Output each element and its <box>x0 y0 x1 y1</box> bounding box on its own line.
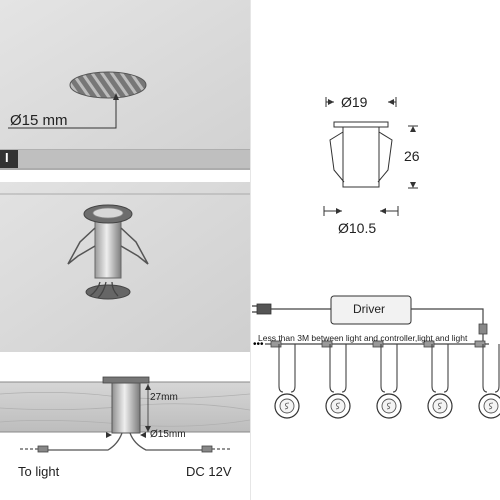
light-4 <box>423 340 453 419</box>
bus-connector <box>474 340 486 348</box>
height-label: 26 <box>404 148 420 164</box>
connector-to-light <box>37 445 49 453</box>
panel-section-view: 27mm Ø15mm To light DC 12V <box>0 360 250 500</box>
drop-wire <box>494 344 500 393</box>
light-glyph <box>437 402 443 410</box>
drop-wire <box>329 344 335 393</box>
connector-dc <box>201 445 213 453</box>
step-marker-box <box>0 150 18 168</box>
light-glyph <box>386 402 392 410</box>
light-3 <box>372 340 402 419</box>
light-glyph <box>488 402 494 410</box>
light-lens <box>279 398 295 414</box>
top-diameter-label: Ø19 <box>341 94 368 110</box>
panel-light-insert <box>0 182 250 352</box>
step-marker-label: I <box>5 150 9 165</box>
column-divider <box>250 0 251 500</box>
hole-diameter-label: Ø15 mm <box>10 112 68 129</box>
dc-caption: DC 12V <box>186 464 232 479</box>
drop-wire <box>443 344 449 393</box>
wiring-diagram: ••• <box>252 295 500 419</box>
bus-connector <box>321 340 333 348</box>
driver-output-connector <box>478 323 488 335</box>
dim-body <box>342 126 380 188</box>
dim-flange <box>333 121 389 128</box>
install-hole-illustration <box>0 0 250 170</box>
light-lens <box>432 398 448 414</box>
section-hole-label: Ø15mm <box>150 429 186 440</box>
light-2 <box>321 340 351 419</box>
panel-wiring: ••• Driver Less than 3M between light an… <box>251 280 500 440</box>
driver-label-display: Driver <box>353 302 385 316</box>
to-light-caption: To light <box>18 464 60 479</box>
drop-wire <box>278 344 284 393</box>
light-insert-illustration <box>0 182 250 352</box>
section-illustration <box>0 376 250 453</box>
light-lens <box>330 398 346 414</box>
light-lens <box>381 398 397 414</box>
light-lens <box>483 398 499 414</box>
spring-clip-right <box>120 227 149 265</box>
hole-leader-line <box>8 96 117 129</box>
bus-connector <box>423 340 435 348</box>
section-light-body <box>111 382 141 434</box>
drop-wire <box>341 344 347 393</box>
depth-label: 27mm <box>150 392 178 403</box>
drilled-hole <box>69 71 147 99</box>
bus-connector <box>270 340 282 348</box>
bottom-diameter-label: Ø10.5 <box>338 220 377 236</box>
light-glyph <box>284 402 290 410</box>
continuation-dots: ••• <box>253 339 264 350</box>
light-1 <box>270 340 300 419</box>
drop-wire <box>392 344 398 393</box>
section-light-flange <box>102 376 150 384</box>
light-glyph <box>335 402 341 410</box>
bus-connector <box>372 340 384 348</box>
distance-note: Less than 3M between light and controlle… <box>258 333 468 343</box>
light-body <box>94 215 122 279</box>
light-5 <box>474 340 500 419</box>
mounting-hole <box>85 284 131 300</box>
panel-install-hole: Ø15 mm I <box>0 0 250 170</box>
drop-wire <box>431 344 437 393</box>
panel-dimensions: Ø19 26 Ø10.5 <box>258 80 500 250</box>
dimension-drawing <box>323 97 418 216</box>
power-plug <box>256 303 272 315</box>
drop-wire <box>290 344 296 393</box>
driver-box <box>330 295 412 325</box>
drop-wire <box>380 344 386 393</box>
drop-wire <box>482 344 488 393</box>
spring-clip-left <box>67 227 96 265</box>
